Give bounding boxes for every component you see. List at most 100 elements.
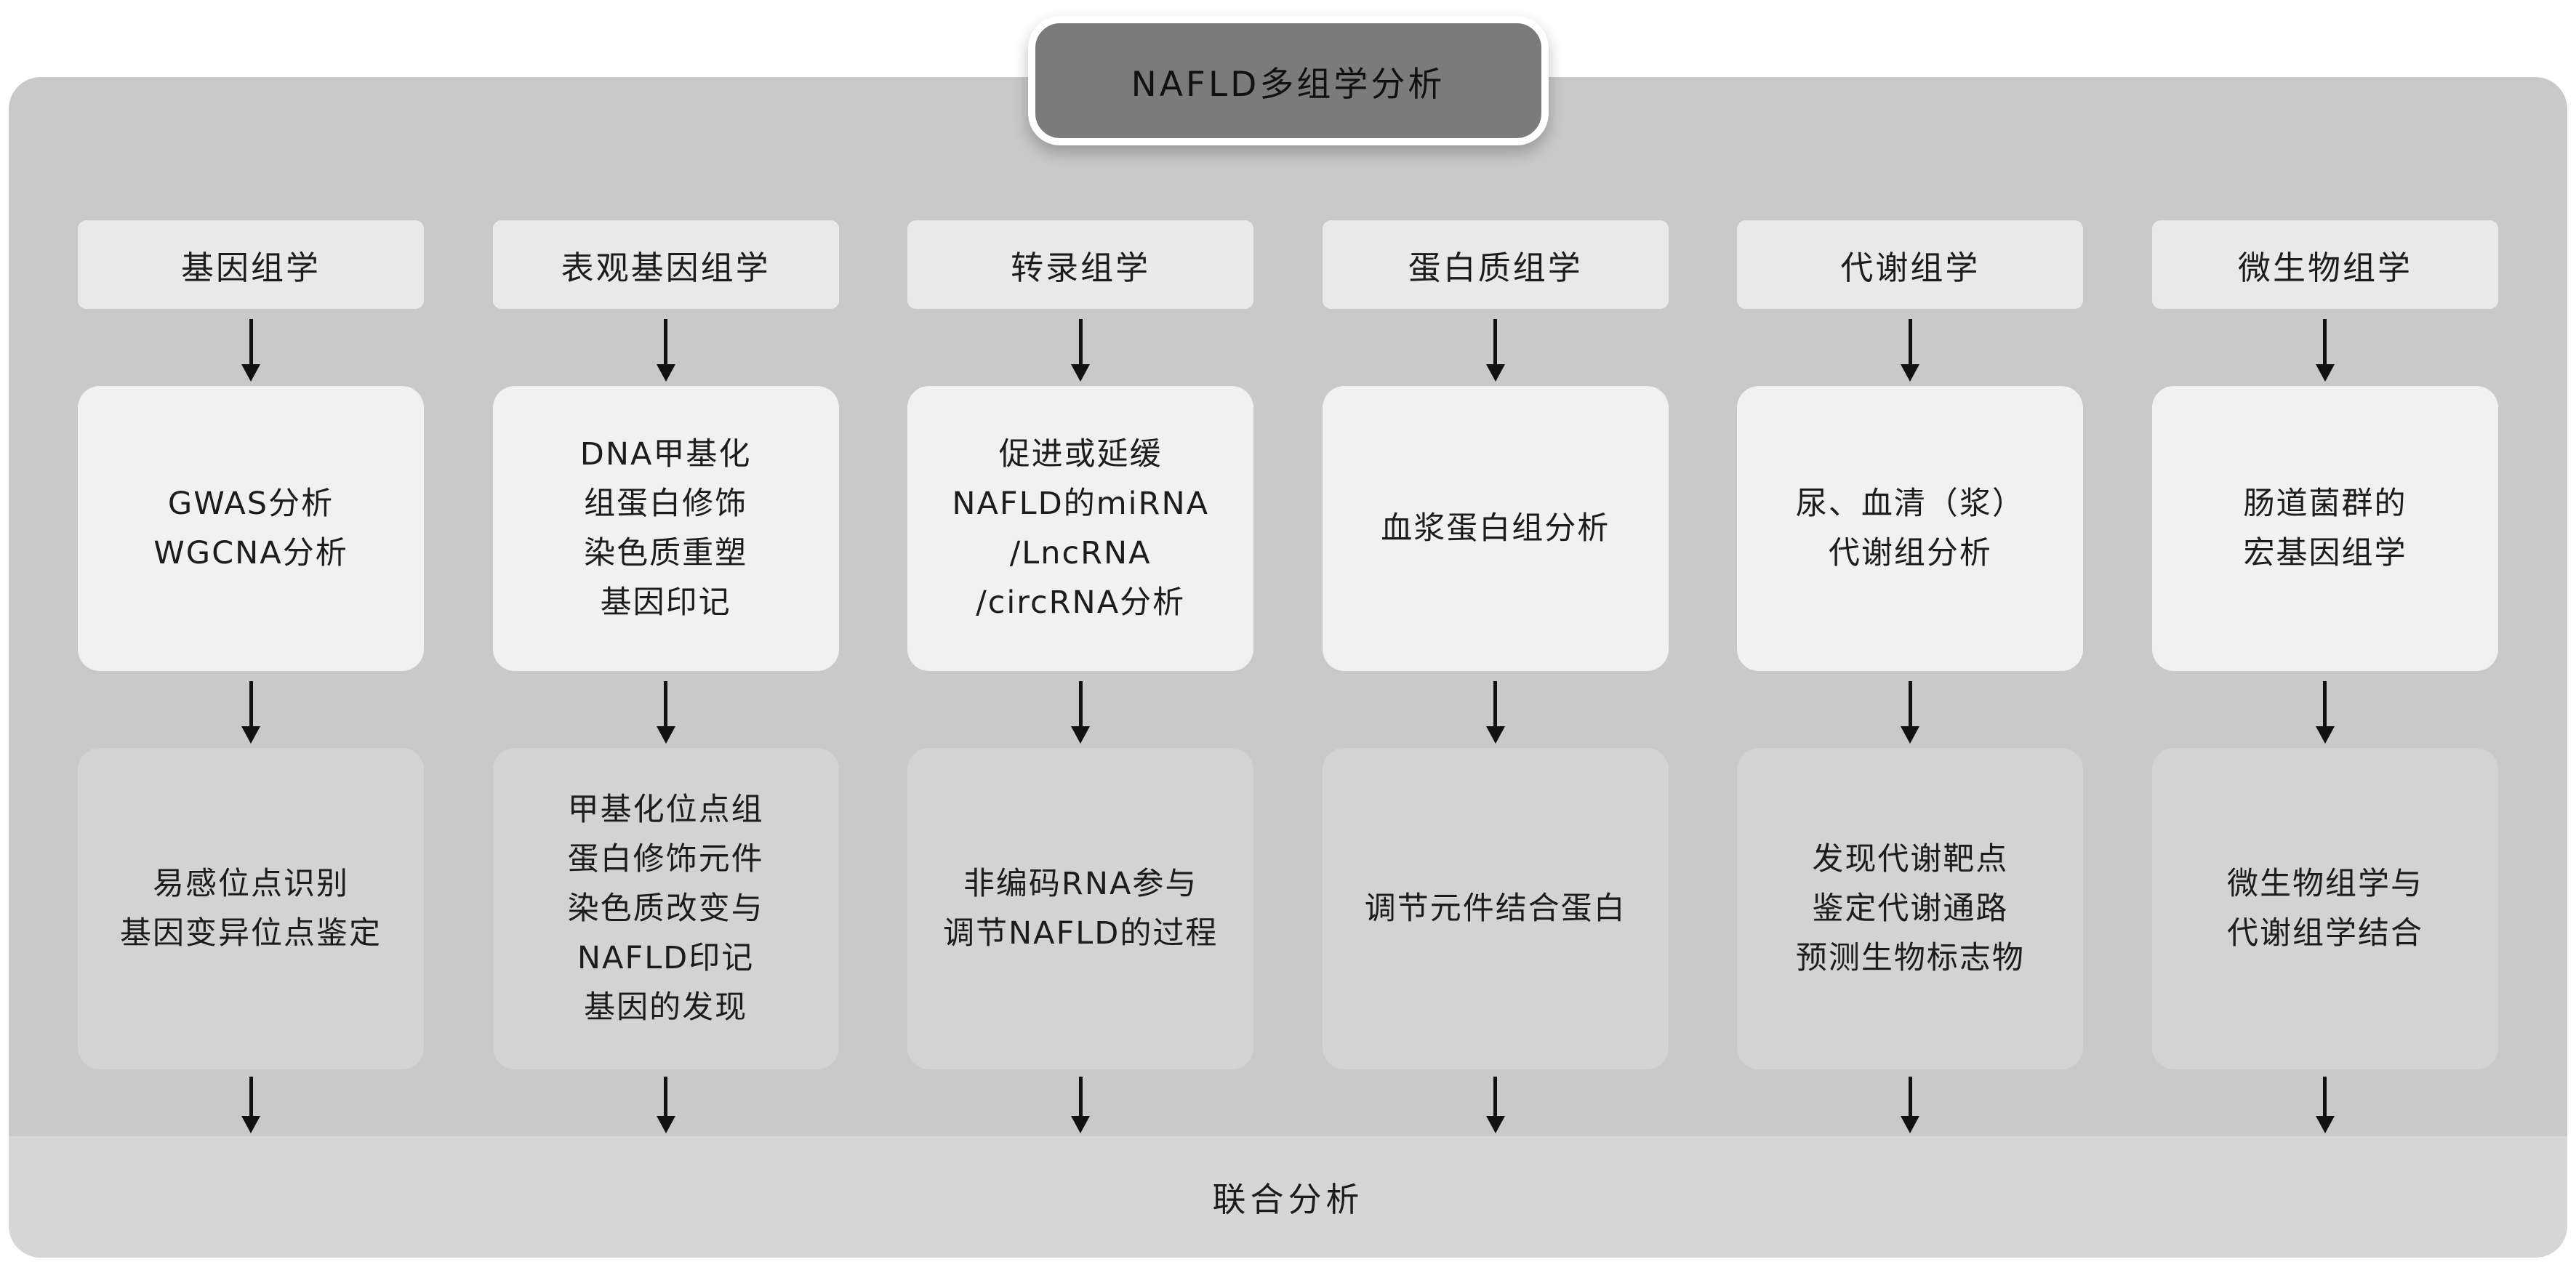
arrow-down-icon — [2315, 1069, 2335, 1136]
result-box-text: 易感位点识别 基因变异位点鉴定 — [120, 866, 382, 952]
arrow-down-icon — [656, 671, 675, 748]
arrow-down-icon — [241, 309, 260, 386]
arrow-down-icon — [656, 1069, 675, 1136]
column-header-label: 转录组学 — [1011, 248, 1151, 287]
column-header-label: 代谢组学 — [1840, 248, 1981, 287]
analysis-box-text: DNA甲基化 组蛋白修饰 染色质重塑 基因印记 — [579, 436, 752, 621]
omics-column: 代谢组学 尿、血清（浆） 代谢组分析 发现代谢靶点 鉴定代谢通路 预测生物标志物 — [1737, 220, 2084, 1136]
result-box: 易感位点识别 基因变异位点鉴定 — [78, 748, 424, 1069]
arrow-stem — [1493, 681, 1498, 726]
arrow-down-icon — [1071, 309, 1091, 386]
arrow-stem — [1078, 1077, 1083, 1116]
arrow-head — [1071, 1116, 1091, 1133]
arrow-stem — [1908, 1077, 1912, 1116]
arrow-stem — [664, 681, 668, 726]
arrow-stem — [664, 319, 668, 364]
omics-column: 蛋白质组学 血浆蛋白组分析 调节元件结合蛋白 — [1322, 220, 1669, 1136]
arrow-down-icon — [1071, 1069, 1091, 1136]
analysis-box: 肠道菌群的 宏基因组学 — [2151, 386, 2498, 671]
arrow-head — [1485, 364, 1505, 382]
arrow-head — [656, 726, 675, 744]
column-header-label: 微生物组学 — [2237, 248, 2412, 287]
arrow-stem — [2323, 681, 2327, 726]
omics-column: 微生物组学 肠道菌群的 宏基因组学 微生物组学与 代谢组学结合 — [2151, 220, 2498, 1136]
analysis-box-text: 肠道菌群的 宏基因组学 — [2243, 486, 2407, 571]
arrow-head — [1071, 726, 1091, 744]
arrow-stem — [2323, 1077, 2327, 1116]
column-header-box: 微生物组学 — [2151, 220, 2498, 309]
result-box-text: 甲基化位点组 蛋白修饰元件 染色质改变与 NAFLD印记 基因的发现 — [567, 792, 764, 1026]
arrow-down-icon — [241, 1069, 260, 1136]
arrow-head — [1485, 1116, 1505, 1133]
arrow-head — [2315, 726, 2335, 744]
arrow-stem — [249, 319, 253, 364]
column-header-label: 基因组学 — [180, 248, 321, 287]
result-box: 发现代谢靶点 鉴定代谢通路 预测生物标志物 — [1737, 748, 2084, 1069]
column-header-box: 代谢组学 — [1737, 220, 2084, 309]
arrow-head — [1901, 364, 1920, 382]
arrow-head — [1071, 364, 1091, 382]
arrow-head — [2315, 364, 2335, 382]
column-header-box: 转录组学 — [907, 220, 1254, 309]
result-box: 调节元件结合蛋白 — [1322, 748, 1669, 1069]
arrow-stem — [249, 681, 253, 726]
analysis-box: 血浆蛋白组分析 — [1322, 386, 1669, 671]
column-header-box: 蛋白质组学 — [1322, 220, 1669, 309]
arrow-head — [1901, 1116, 1920, 1133]
result-box-text: 微生物组学与 代谢组学结合 — [2226, 866, 2423, 952]
main-panel: 基因组学 GWAS分析 WGCNA分析 易感位点识别 基因变异位点鉴定 表观基因… — [9, 77, 2567, 1258]
analysis-box-text: GWAS分析 WGCNA分析 — [153, 486, 348, 571]
arrow-stem — [1078, 681, 1083, 726]
result-box-text: 非编码RNA参与 调节NAFLD的过程 — [942, 866, 1219, 952]
arrow-stem — [1908, 319, 1912, 364]
analysis-box: 促进或延缓 NAFLD的miRNA /LncRNA /circRNA分析 — [907, 386, 1254, 671]
arrow-head — [241, 726, 260, 744]
result-box: 微生物组学与 代谢组学结合 — [2151, 748, 2498, 1069]
analysis-box: GWAS分析 WGCNA分析 — [78, 386, 424, 671]
arrow-head — [241, 364, 260, 382]
footer-band: 联合分析 — [9, 1136, 2567, 1258]
column-header-box: 基因组学 — [78, 220, 424, 309]
omics-column: 转录组学 促进或延缓 NAFLD的miRNA /LncRNA /circRNA分… — [907, 220, 1254, 1136]
arrow-head — [241, 1116, 260, 1133]
arrow-down-icon — [1901, 309, 1920, 386]
arrow-head — [1901, 726, 1920, 744]
analysis-box: 尿、血清（浆） 代谢组分析 — [1737, 386, 2084, 671]
omics-column: 基因组学 GWAS分析 WGCNA分析 易感位点识别 基因变异位点鉴定 — [78, 220, 424, 1136]
column-header-label: 表观基因组学 — [561, 248, 771, 287]
column-header-box: 表观基因组学 — [492, 220, 839, 309]
arrow-stem — [664, 1077, 668, 1116]
arrow-down-icon — [1901, 1069, 1920, 1136]
arrow-head — [656, 1116, 675, 1133]
arrow-stem — [2323, 319, 2327, 364]
arrow-down-icon — [241, 671, 260, 748]
arrow-down-icon — [1901, 671, 1920, 748]
diagram-title: NAFLD多组学分析 — [1027, 16, 1549, 145]
arrow-down-icon — [2315, 309, 2335, 386]
analysis-box-text: 促进或延缓 NAFLD的miRNA /LncRNA /circRNA分析 — [952, 436, 1210, 621]
arrow-stem — [1078, 319, 1083, 364]
analysis-box-text: 血浆蛋白组分析 — [1381, 510, 1610, 547]
diagram-title-label: NAFLD多组学分析 — [1131, 64, 1445, 105]
arrow-head — [1485, 726, 1505, 744]
result-box-text: 调节元件结合蛋白 — [1364, 891, 1626, 927]
result-box: 甲基化位点组 蛋白修饰元件 染色质改变与 NAFLD印记 基因的发现 — [492, 748, 839, 1069]
result-box: 非编码RNA参与 调节NAFLD的过程 — [907, 748, 1254, 1069]
arrow-head — [2315, 1116, 2335, 1133]
arrow-head — [656, 364, 675, 382]
arrow-stem — [249, 1077, 253, 1116]
column-header-label: 蛋白质组学 — [1408, 248, 1583, 287]
arrow-stem — [1493, 1077, 1498, 1116]
omics-column: 表观基因组学 DNA甲基化 组蛋白修饰 染色质重塑 基因印记 甲基化位点组 蛋白… — [492, 220, 839, 1136]
arrow-down-icon — [1485, 671, 1505, 748]
columns-row: 基因组学 GWAS分析 WGCNA分析 易感位点识别 基因变异位点鉴定 表观基因… — [9, 77, 2567, 1136]
analysis-box: DNA甲基化 组蛋白修饰 染色质重塑 基因印记 — [492, 386, 839, 671]
arrow-stem — [1493, 319, 1498, 364]
result-box-text: 发现代谢靶点 鉴定代谢通路 预测生物标志物 — [1795, 841, 2025, 976]
arrow-down-icon — [1071, 671, 1091, 748]
arrow-down-icon — [1485, 309, 1505, 386]
arrow-stem — [1908, 681, 1912, 726]
arrow-down-icon — [2315, 671, 2335, 748]
arrow-down-icon — [1485, 1069, 1505, 1136]
analysis-box-text: 尿、血清（浆） 代谢组分析 — [1795, 486, 2025, 571]
